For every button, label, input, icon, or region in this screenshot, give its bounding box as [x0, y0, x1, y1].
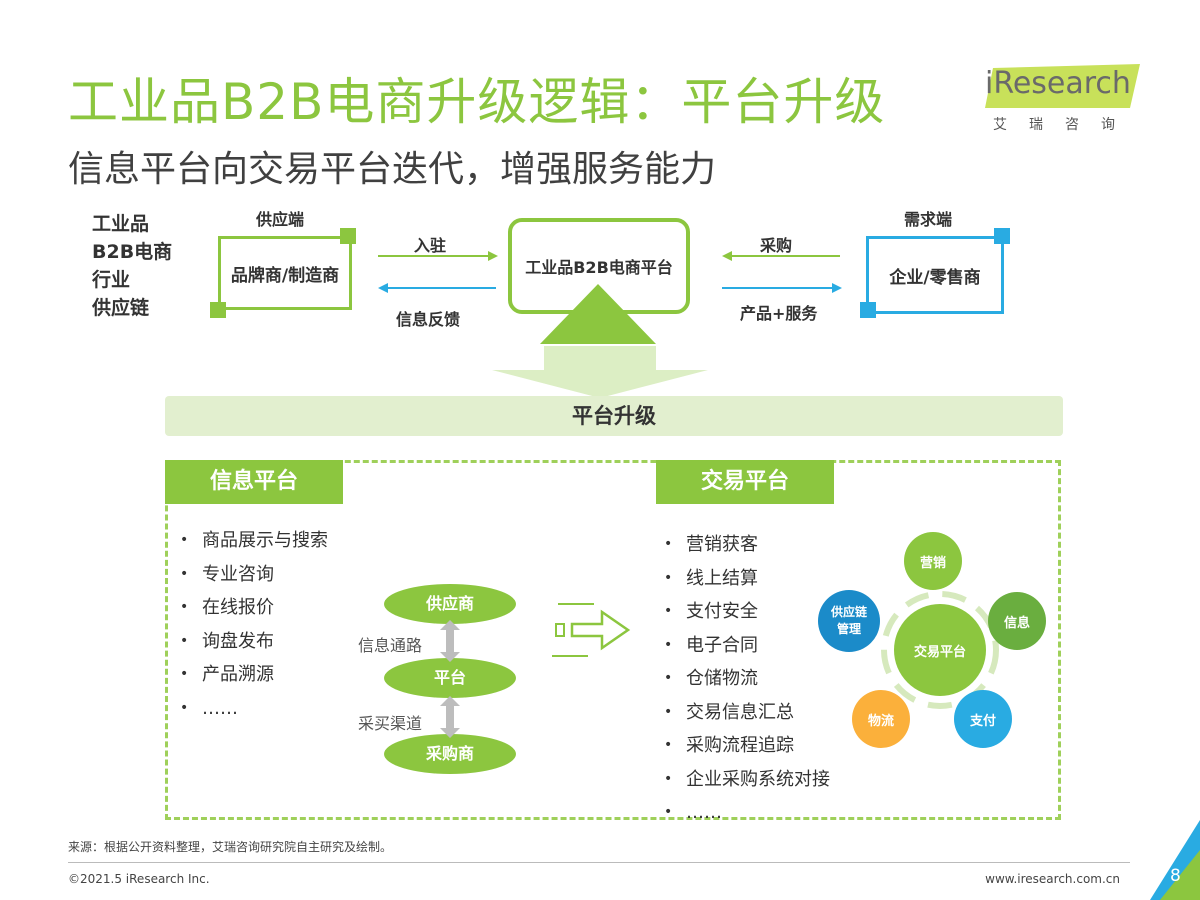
- corner-square-icon: [340, 228, 356, 244]
- logo-text: iResearch: [985, 66, 1131, 101]
- info-platform-tab: 信息平台: [165, 460, 343, 504]
- info-platform-list: 商品展示与搜索 专业咨询 在线报价 询盘发布 产品溯源 ……: [180, 524, 328, 725]
- flow-label-purchase: 采买渠道: [358, 714, 423, 733]
- footer-divider: [68, 862, 1130, 863]
- platform-comparison-frame: [165, 460, 1061, 820]
- corner-decoration: [1150, 820, 1200, 900]
- supply-label: 供应端: [256, 210, 305, 229]
- left-label: B2B电商: [92, 241, 173, 263]
- list-item: 交易信息汇总: [664, 696, 830, 730]
- list-item: 仓储物流: [664, 662, 830, 696]
- hub-node-supply-chain: 供应链管理: [818, 590, 880, 652]
- flow-label-info: 信息通路: [358, 636, 423, 655]
- hub-node-marketing: 营销: [904, 532, 962, 590]
- bidirectional-arrows-icon: [722, 251, 842, 293]
- flow-supplier: 供应商: [384, 584, 516, 624]
- copyright: ©2021.5 iResearch Inc.: [68, 872, 210, 886]
- list-item: ……: [664, 796, 830, 830]
- list-item: 询盘发布: [180, 625, 328, 659]
- list-item: 线上结算: [664, 562, 830, 596]
- list-item: 商品展示与搜索: [180, 524, 328, 558]
- list-item: 在线报价: [180, 591, 328, 625]
- corner-square-icon: [994, 228, 1010, 244]
- right-arrow-icon: [552, 603, 631, 657]
- arrow-feedback-label: 信息反馈: [396, 310, 461, 329]
- demand-node: 企业/零售商: [866, 236, 1004, 314]
- list-item: 专业咨询: [180, 558, 328, 592]
- industry-labels: 工业品 B2B电商 行业 供应链: [92, 210, 172, 322]
- trade-platform-tab: 交易平台: [656, 460, 834, 504]
- list-item: 企业采购系统对接: [664, 763, 830, 797]
- left-label: 工业品: [92, 213, 150, 235]
- corner-square-icon: [210, 302, 226, 318]
- website-link[interactable]: www.iresearch.com.cn: [985, 872, 1120, 886]
- arrow-in-label: 入驻: [414, 236, 447, 255]
- source-note: 来源：根据公开资料整理，艾瑞咨询研究院自主研究及绘制。: [68, 840, 393, 854]
- down-arrow-icon: [492, 346, 708, 398]
- left-label: 供应链: [92, 297, 150, 319]
- left-label: 行业: [92, 269, 131, 291]
- platform-triangle-icon: [540, 284, 656, 344]
- list-item: ……: [180, 692, 328, 726]
- arrow-purchase-label: 采购: [760, 236, 793, 255]
- flow-buyer: 采购商: [384, 734, 516, 774]
- center-node-label: 工业品B2B电商平台: [525, 258, 673, 277]
- hub-node-payment: 支付: [954, 690, 1012, 748]
- double-arrow-icon: [440, 620, 460, 662]
- page-title: 工业品B2B电商升级逻辑：平台升级: [68, 73, 886, 131]
- corner-square-icon: [860, 302, 876, 318]
- bidirectional-arrows-icon: [378, 251, 498, 293]
- page-subtitle: 信息平台向交易平台迭代，增强服务能力: [68, 149, 717, 190]
- logo-shape-icon: [985, 64, 1140, 108]
- hub-node-info: 信息: [988, 592, 1046, 650]
- demand-node-label: 企业/零售商: [889, 267, 981, 288]
- hub-center: 交易平台: [894, 604, 986, 696]
- arrow-products-label: 产品+服务: [740, 304, 818, 323]
- flow-platform: 平台: [384, 658, 516, 698]
- double-arrow-icon: [440, 696, 460, 738]
- list-item: 营销获客: [664, 528, 830, 562]
- list-item: 支付安全: [664, 595, 830, 629]
- list-item: 电子合同: [664, 629, 830, 663]
- supply-node-label: 品牌商/制造商: [230, 265, 340, 286]
- upgrade-bar: 平台升级: [165, 396, 1063, 436]
- demand-label: 需求端: [904, 210, 953, 229]
- supply-node: 品牌商/制造商: [218, 236, 352, 310]
- list-item: 采购流程追踪: [664, 729, 830, 763]
- page-number: 8: [1170, 866, 1181, 886]
- list-item: 产品溯源: [180, 658, 328, 692]
- trade-platform-list: 营销获客 线上结算 支付安全 电子合同 仓储物流 交易信息汇总 采购流程追踪 企…: [664, 528, 830, 830]
- hub-node-logistics: 物流: [852, 690, 910, 748]
- iresearch-logo: iResearch 艾瑞咨询: [985, 62, 1145, 142]
- hub-ring-icon: [881, 591, 999, 709]
- logo-cn: 艾瑞咨询: [993, 117, 1137, 133]
